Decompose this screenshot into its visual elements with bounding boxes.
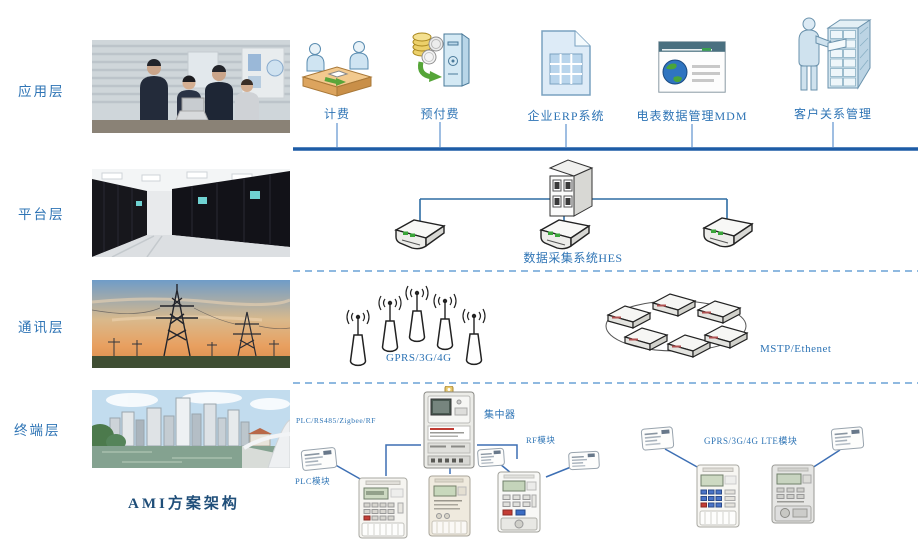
smart-meter-keypad-icon xyxy=(356,476,410,540)
plc-module-label: PLC模块 xyxy=(295,476,331,486)
diagram-title: AMI方案架构 xyxy=(128,496,240,512)
app-connector-lines xyxy=(336,122,834,147)
concentrator-icon xyxy=(421,386,477,470)
mstp-ring-icon xyxy=(598,290,758,368)
antenna-icon-2 xyxy=(375,294,405,354)
smart-meter-gprs-left-icon xyxy=(694,463,742,529)
city-skyline-photo xyxy=(92,390,290,468)
app-label-crm: 客户关系管理 xyxy=(793,107,872,121)
prepaid-coins-icon xyxy=(408,30,472,96)
app-label-erp: 企业ERP系统 xyxy=(527,109,605,123)
plc-module-card-icon xyxy=(300,446,338,472)
router-right-icon xyxy=(700,214,756,250)
mstp-label: MSTP/Ethenet xyxy=(760,343,832,355)
rf-module-label: RF模块 xyxy=(526,435,556,445)
concentrator-label: 集中器 xyxy=(484,410,516,421)
smart-meter-basic-icon xyxy=(427,474,472,538)
app-label-mdm: 电表数据管理MDM xyxy=(636,109,748,123)
smart-meter-buttons-icon xyxy=(496,470,542,534)
rf-module-card-icon xyxy=(476,447,505,468)
router-middle-icon xyxy=(537,216,593,252)
mdm-browser-icon xyxy=(658,41,726,93)
field-bus-label: PLC/RS485/Zigbee/RF xyxy=(296,416,376,425)
gprs-label: GPRS/3G/4G xyxy=(386,352,452,364)
gprs-module-card-left-icon xyxy=(640,426,675,452)
antenna-icon-1 xyxy=(343,308,373,368)
office-photo xyxy=(92,40,290,133)
gprs-module-card-right-icon xyxy=(830,426,865,452)
erp-document-icon xyxy=(539,29,593,97)
smart-meter-gprs-right-icon xyxy=(769,463,817,525)
layer-label-platform: 平台层 xyxy=(18,207,65,222)
hes-label: 数据采集系统HES xyxy=(523,251,623,265)
router-left-icon xyxy=(392,216,448,252)
datacenter-photo xyxy=(92,169,290,257)
layer-label-application: 应用层 xyxy=(18,84,65,99)
layer-label-comm: 通讯层 xyxy=(18,320,65,335)
hes-server-icon xyxy=(538,158,594,218)
module-card-icon xyxy=(568,450,601,471)
app-label-billing: 计费 xyxy=(323,107,350,121)
crm-cabinet-icon xyxy=(792,10,874,100)
power-towers-photo xyxy=(92,280,290,368)
antenna-icon-5 xyxy=(459,307,489,367)
antenna-icon-3 xyxy=(402,284,432,344)
billing-desk-icon xyxy=(299,33,375,103)
antenna-icon-4 xyxy=(430,292,460,352)
app-label-prepaid: 预付费 xyxy=(420,107,460,121)
wan-module-label: GPRS/3G/4G LTE模块 xyxy=(704,436,798,446)
layer-label-terminal: 终端层 xyxy=(14,423,61,438)
